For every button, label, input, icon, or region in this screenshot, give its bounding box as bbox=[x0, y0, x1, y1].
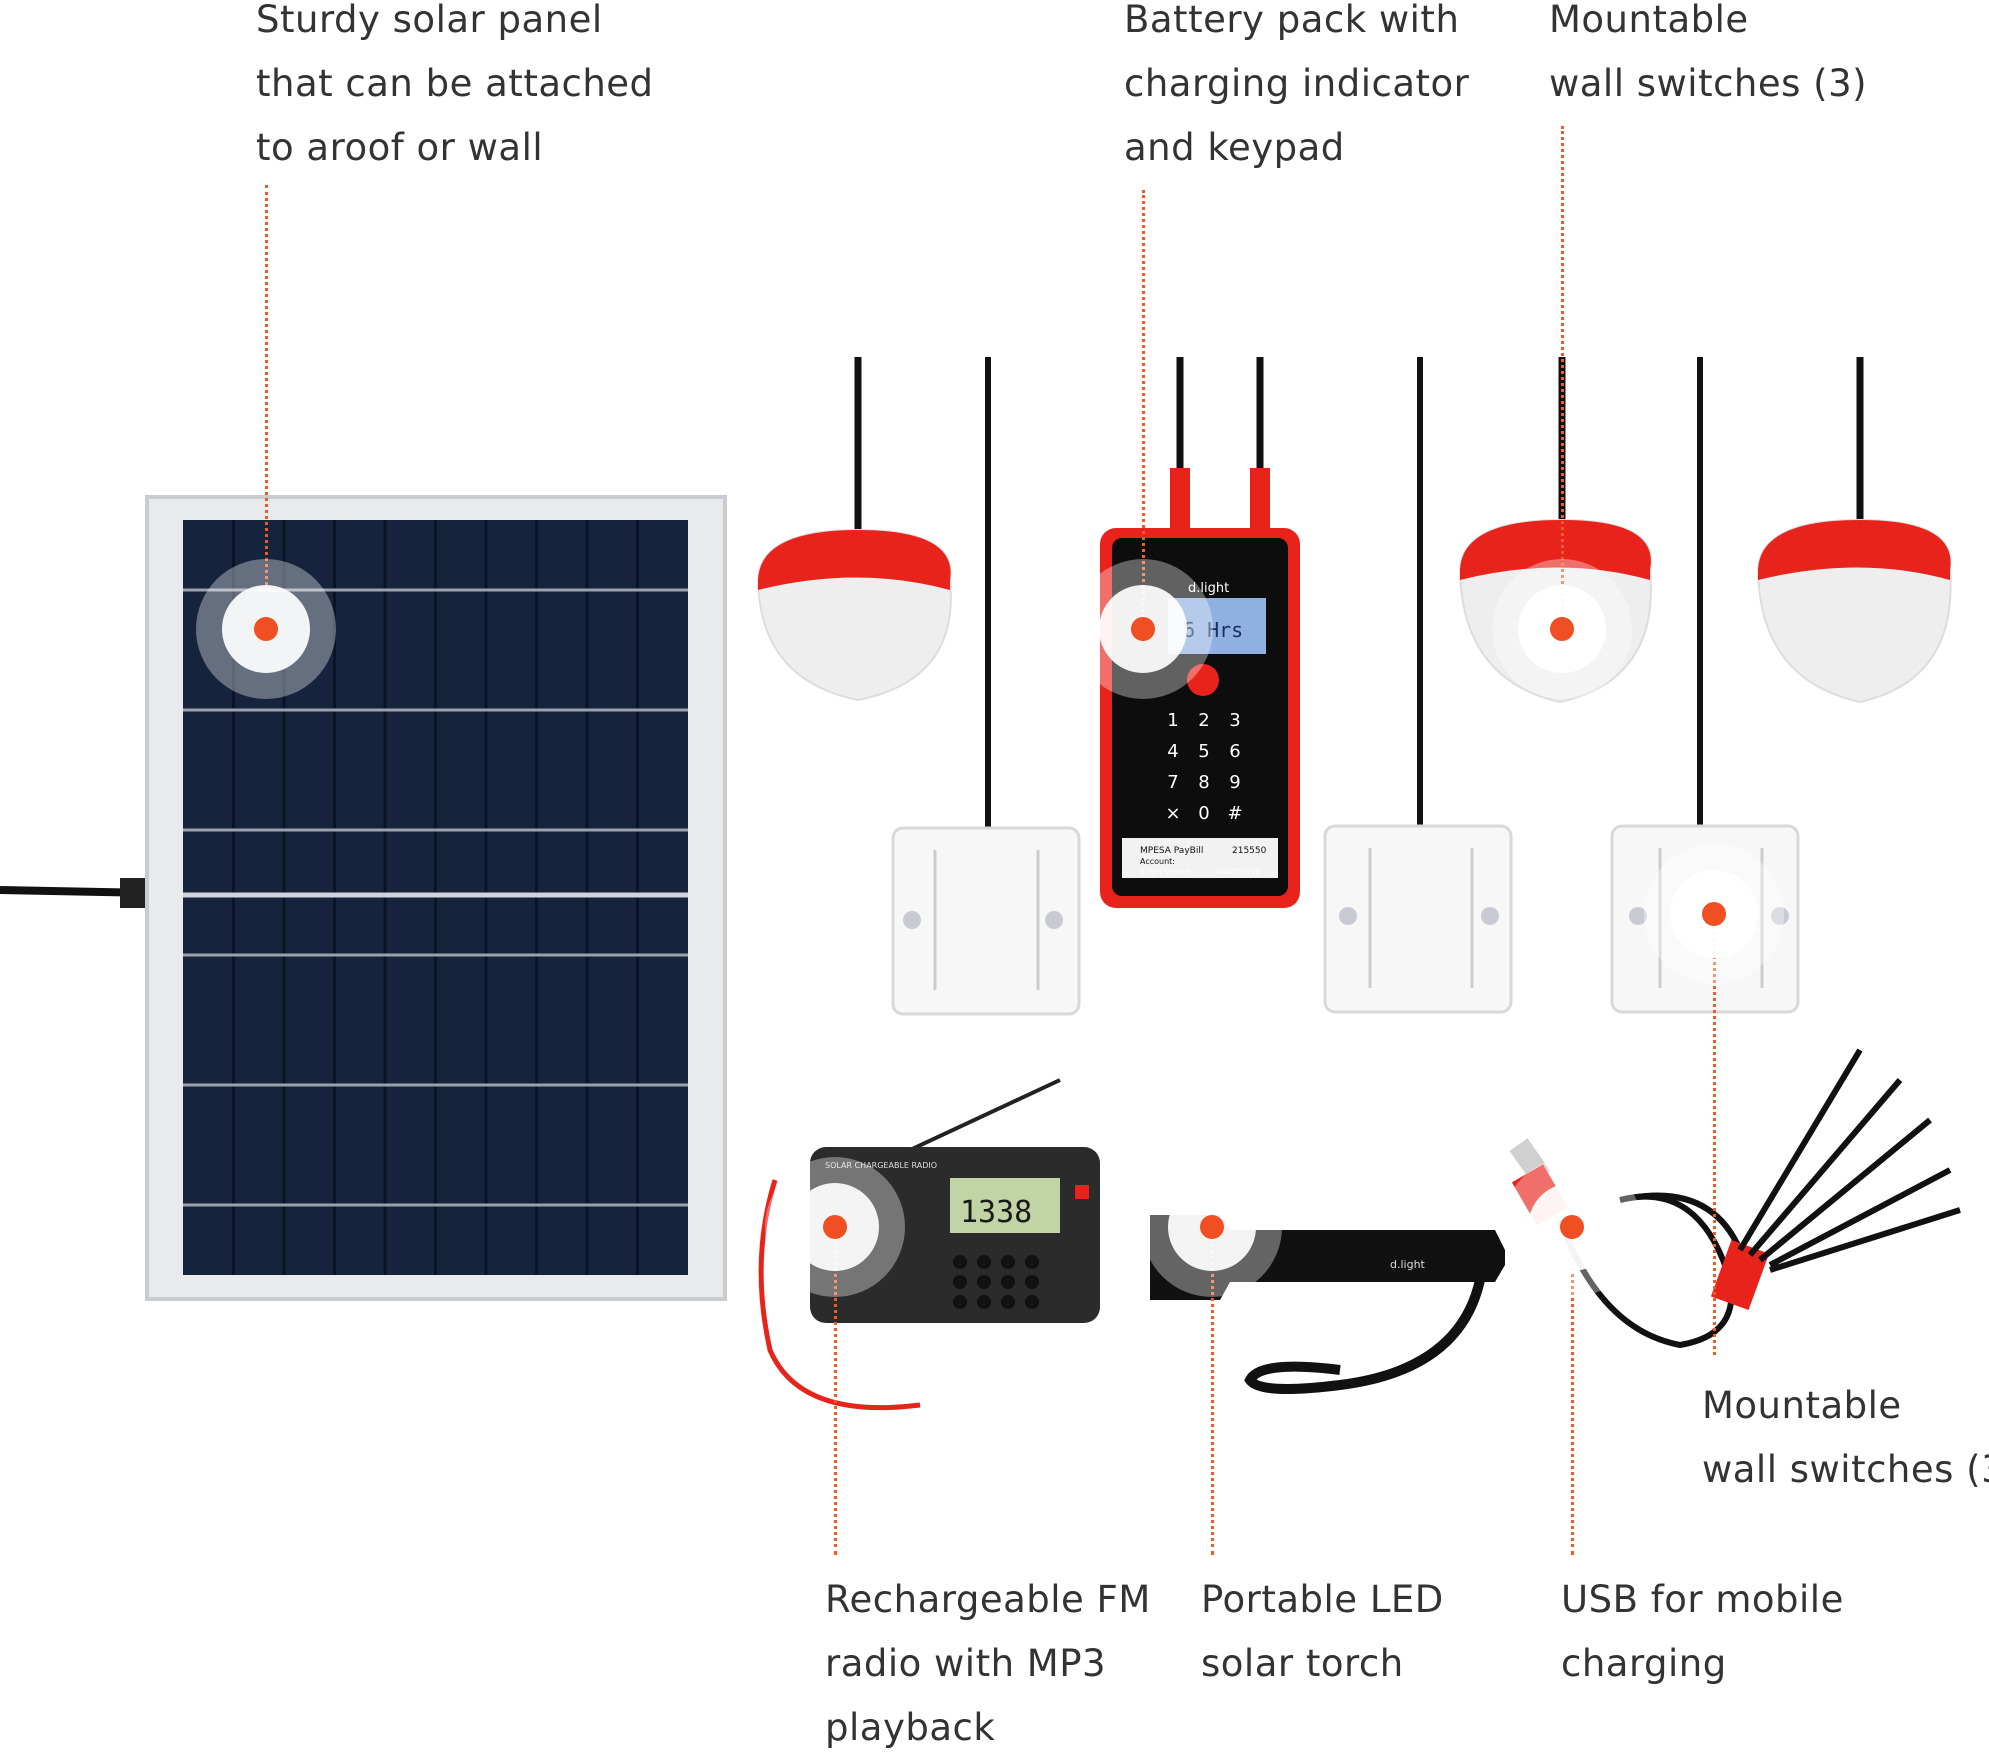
battery-pack-label-line1: Battery pack with bbox=[1124, 0, 1460, 41]
radio-button bbox=[953, 1295, 967, 1309]
radio-hotspot[interactable] bbox=[765, 1157, 905, 1297]
keypad-key: 4 bbox=[1167, 741, 1178, 762]
battery-brand: d.light bbox=[1188, 581, 1229, 596]
battery-pack-label-line2: charging indicator bbox=[1124, 62, 1470, 105]
keypad-key: × bbox=[1165, 803, 1180, 824]
torch-label-line2: solar torch bbox=[1201, 1642, 1404, 1685]
keypad-key: 0 bbox=[1198, 803, 1209, 824]
keypad-key: 1 bbox=[1167, 710, 1178, 731]
keypad-key: 5 bbox=[1198, 741, 1209, 762]
battery-pack-leader bbox=[1142, 190, 1145, 630]
radio-label-line3: playback bbox=[825, 1706, 996, 1749]
solar-panel-label-line2: that can be attached bbox=[256, 62, 654, 105]
radio-button bbox=[1025, 1255, 1039, 1269]
wall-switches-top-label-line2: wall switches (3) bbox=[1549, 62, 1868, 105]
battery-sticker-service: d.light service: bbox=[1140, 868, 1192, 876]
led-lamp-3 bbox=[1756, 357, 1952, 704]
torch-hotspot[interactable] bbox=[1142, 1157, 1282, 1297]
wall-switch-1 bbox=[891, 357, 1081, 1016]
radio-button bbox=[977, 1295, 991, 1309]
wall-switch-2 bbox=[1323, 357, 1513, 1014]
radio-button bbox=[1001, 1275, 1015, 1289]
wall-switches-top-label: Mountable wall switches (3) bbox=[1549, 0, 1867, 116]
radio-label: Rechargeable FM radio with MP3 playback bbox=[825, 1568, 1151, 1760]
wall-switches-bottom-label: Mountable wall switches (3) bbox=[1702, 1374, 1989, 1502]
radio-button bbox=[953, 1275, 967, 1289]
torch-label: Portable LED solar torch bbox=[1201, 1568, 1444, 1696]
led-lamp-hotspot[interactable] bbox=[1492, 559, 1632, 699]
keypad-key: 6 bbox=[1229, 741, 1240, 762]
battery-pack-hotspot[interactable] bbox=[1073, 559, 1213, 699]
radio-button bbox=[977, 1275, 991, 1289]
radio-title: SOLAR CHARGEABLE RADIO bbox=[825, 1161, 937, 1170]
radio-button bbox=[1001, 1255, 1015, 1269]
wall-switches-bottom-leader bbox=[1713, 915, 1716, 1355]
battery-pack-label-line3: and keypad bbox=[1124, 126, 1345, 169]
radio-button bbox=[953, 1255, 967, 1269]
radio-button bbox=[1025, 1295, 1039, 1309]
usb-label-line2: charging bbox=[1561, 1642, 1727, 1685]
wall-switches-bottom-label-line2: wall switches (3) bbox=[1702, 1448, 1989, 1491]
torch-leader bbox=[1211, 1225, 1214, 1555]
battery-sticker-title: MPESA PayBill bbox=[1140, 846, 1203, 856]
solar-panel-leader bbox=[265, 185, 268, 585]
wall-switch-hotspot[interactable] bbox=[1644, 844, 1784, 984]
radio-label-line1: Rechargeable FM bbox=[825, 1578, 1151, 1621]
battery-sticker-number: 215550 bbox=[1232, 846, 1267, 856]
battery-sticker-phone: 0800721110 bbox=[1215, 868, 1260, 876]
solar-panel-hotspot[interactable] bbox=[196, 559, 336, 699]
usb-label-line1: USB for mobile bbox=[1561, 1578, 1844, 1621]
torch-brand: d.light bbox=[1390, 1258, 1426, 1271]
solar-panel-label: Sturdy solar panel that can be attached … bbox=[256, 0, 654, 180]
keypad-key: 9 bbox=[1229, 772, 1240, 793]
battery-sticker-account: Account: bbox=[1140, 857, 1175, 866]
wall-switches-top-leader bbox=[1561, 126, 1564, 626]
torch-label-line1: Portable LED bbox=[1201, 1578, 1444, 1621]
usb-label: USB for mobile charging bbox=[1561, 1568, 1844, 1696]
solar-panel-label-line3: to aroof or wall bbox=[256, 126, 544, 169]
radio-button bbox=[1025, 1275, 1039, 1289]
radio-button bbox=[977, 1255, 991, 1269]
usb-hotspot[interactable] bbox=[1502, 1157, 1642, 1297]
solar-panel-label-line1: Sturdy solar panel bbox=[256, 0, 603, 41]
wall-switches-top-label-line1: Mountable bbox=[1549, 0, 1749, 41]
keypad-key: 8 bbox=[1198, 772, 1209, 793]
radio-buttons bbox=[953, 1255, 1039, 1309]
keypad-key: # bbox=[1227, 803, 1242, 824]
battery-pack-label: Battery pack with charging indicator and… bbox=[1124, 0, 1469, 180]
solar-panel bbox=[0, 495, 727, 1301]
usb-leader bbox=[1571, 1225, 1574, 1555]
keypad-key: 7 bbox=[1167, 772, 1178, 793]
radio-button bbox=[1001, 1295, 1015, 1309]
led-lamp-1 bbox=[756, 357, 952, 702]
battery-display: 6 Hrs bbox=[1183, 618, 1243, 642]
radio-leader bbox=[834, 1225, 837, 1555]
radio-display: 1338 bbox=[960, 1195, 1032, 1230]
keypad-key: 3 bbox=[1229, 710, 1240, 731]
wall-switches-bottom-label-line1: Mountable bbox=[1702, 1384, 1902, 1427]
keypad-key: 2 bbox=[1198, 710, 1209, 731]
radio-label-line2: radio with MP3 bbox=[825, 1642, 1107, 1685]
